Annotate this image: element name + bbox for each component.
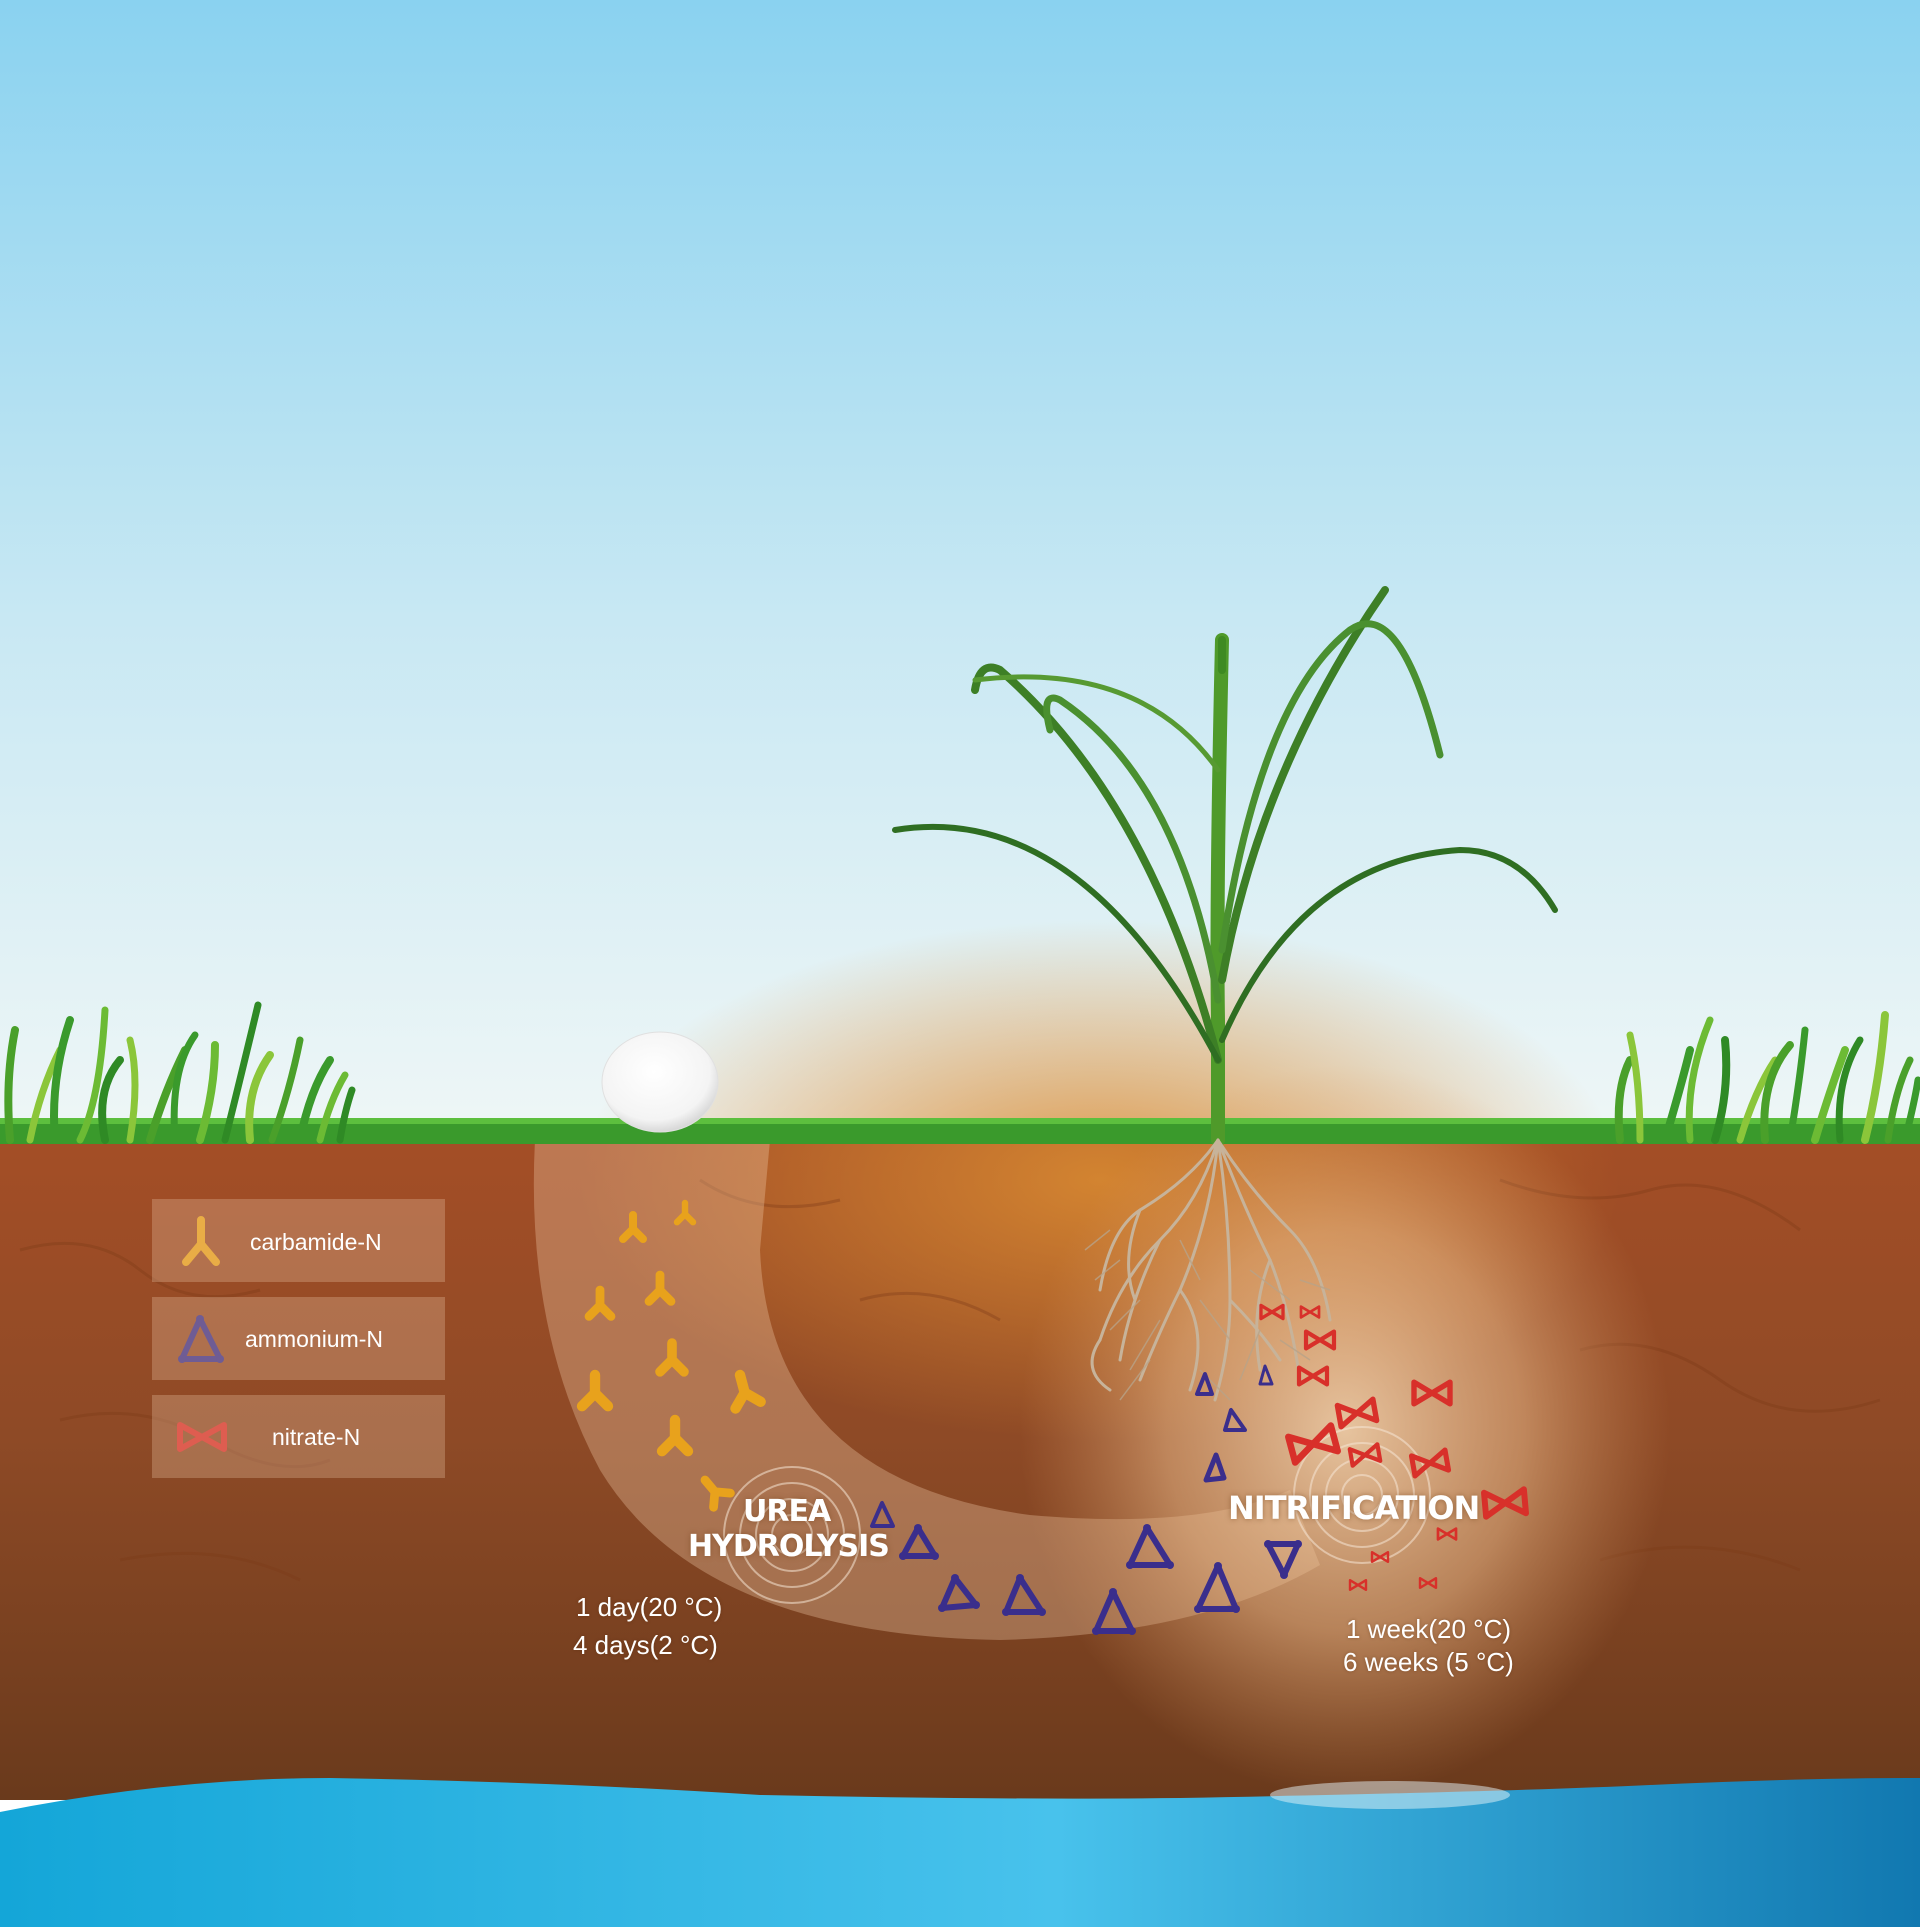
groundwater (0, 1778, 1920, 1927)
urea-hydrolysis-time-1: 1 day(20 °C) (576, 1590, 722, 1624)
nitrification-title: NITRIFICATION (1228, 1490, 1479, 1526)
urea-granule (602, 1032, 718, 1132)
water-glow (1270, 1781, 1510, 1809)
urea-hydrolysis-time-2: 4 days(2 °C) (573, 1628, 718, 1662)
nitrification-time-2: 6 weeks (5 °C) (1343, 1645, 1514, 1679)
legend-label-carbamide: carbamide-N (250, 1228, 382, 1256)
urea-hydrolysis-title-line1: UREA (743, 1495, 830, 1529)
urea-hydrolysis-title-line2: HYDROLYSIS (688, 1530, 889, 1564)
nitrification-time-1: 1 week(20 °C) (1346, 1612, 1511, 1646)
legend-label-nitrate: nitrate-N (272, 1423, 360, 1451)
legend-label-ammonium: ammonium-N (245, 1325, 383, 1353)
